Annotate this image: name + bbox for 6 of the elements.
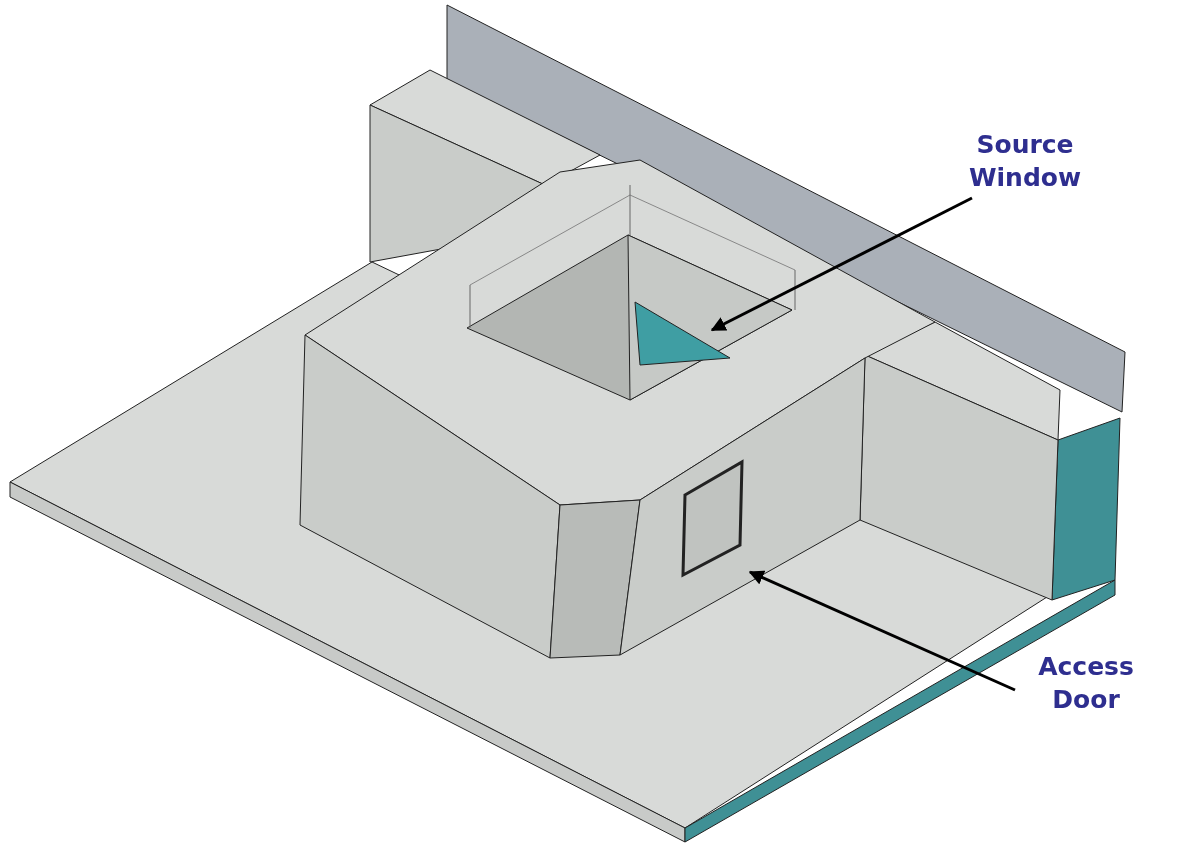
access-door-frame: [681, 459, 744, 578]
leader-arrow: [748, 570, 1016, 692]
callout-label: Access Door: [1022, 650, 1150, 716]
callout-label: Source Window: [940, 128, 1110, 194]
source-window-panel: [634, 301, 731, 366]
leader-arrow: [710, 196, 973, 332]
